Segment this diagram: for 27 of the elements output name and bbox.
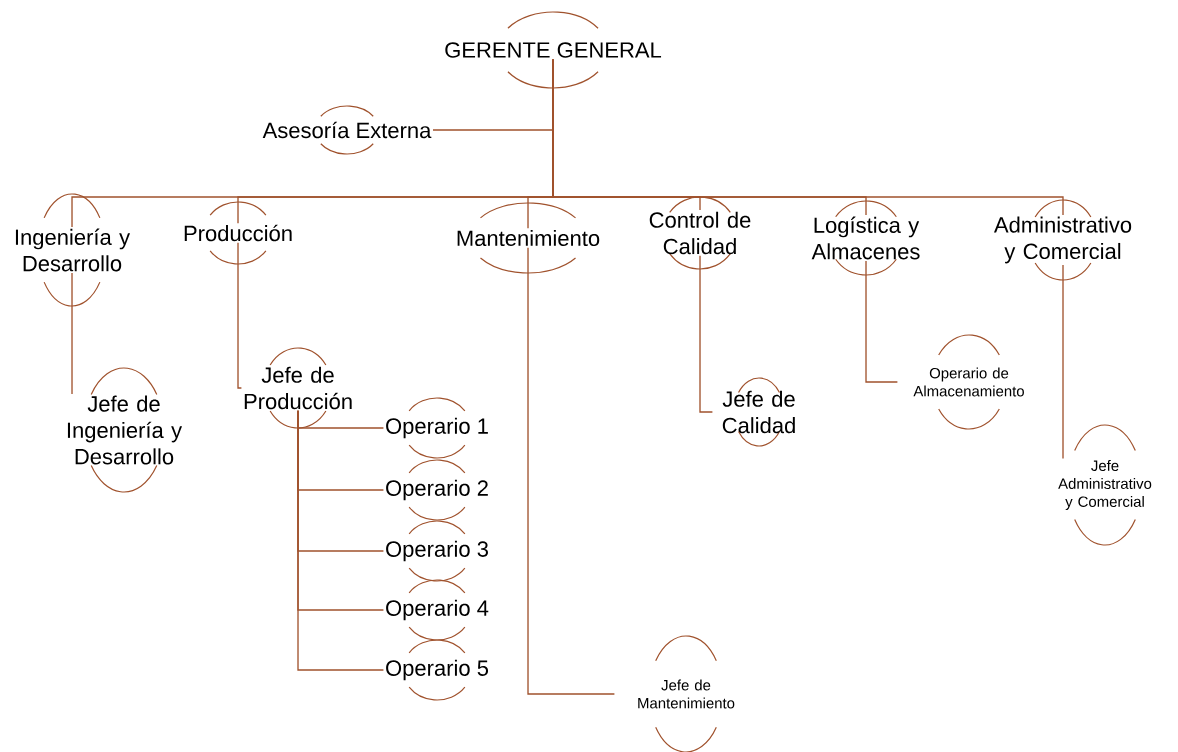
oval-node: Jefe de Mantenimiento (638, 635, 735, 752)
oval-node: Logística y Almacenes (811, 200, 920, 276)
connector-line (552, 58, 1064, 216)
oval-node: GERENTE GENERAL (445, 11, 662, 89)
oval-node: Administrativo y Comercial (993, 199, 1132, 281)
connector-line (297, 410, 385, 671)
oval-node: Operario 1 (386, 397, 488, 459)
connector-line (1062, 264, 1064, 460)
connector-line (71, 272, 73, 395)
connector-line (237, 242, 243, 389)
oval-node: Operario 2 (386, 459, 488, 521)
oval-node: Operario 3 (386, 520, 488, 582)
oval-node: Jefe de Producción (244, 347, 352, 429)
oval-node: Asesoría Externa (262, 105, 432, 155)
oval-node: Control de Calidad (649, 196, 751, 270)
oval-node: Jefe de Ingeniería y Desarrollo (67, 367, 183, 493)
oval-node: Producción (184, 201, 292, 265)
oval-node: Operario 4 (386, 579, 489, 641)
oval-node: Operario 5 (386, 639, 488, 701)
connector-line (699, 255, 714, 413)
connector-line (527, 247, 616, 695)
connector-line (865, 260, 899, 383)
oval-node: Mantenimiento (457, 202, 600, 274)
oval-node: Jefe Administrativo y Comercial (1058, 424, 1152, 546)
oval-node: Ingeniería y Desarrollo (15, 193, 131, 307)
oval-node: Jefe de Calidad (722, 377, 795, 447)
oval-node: Operario de Almacenamiento (913, 334, 1024, 430)
